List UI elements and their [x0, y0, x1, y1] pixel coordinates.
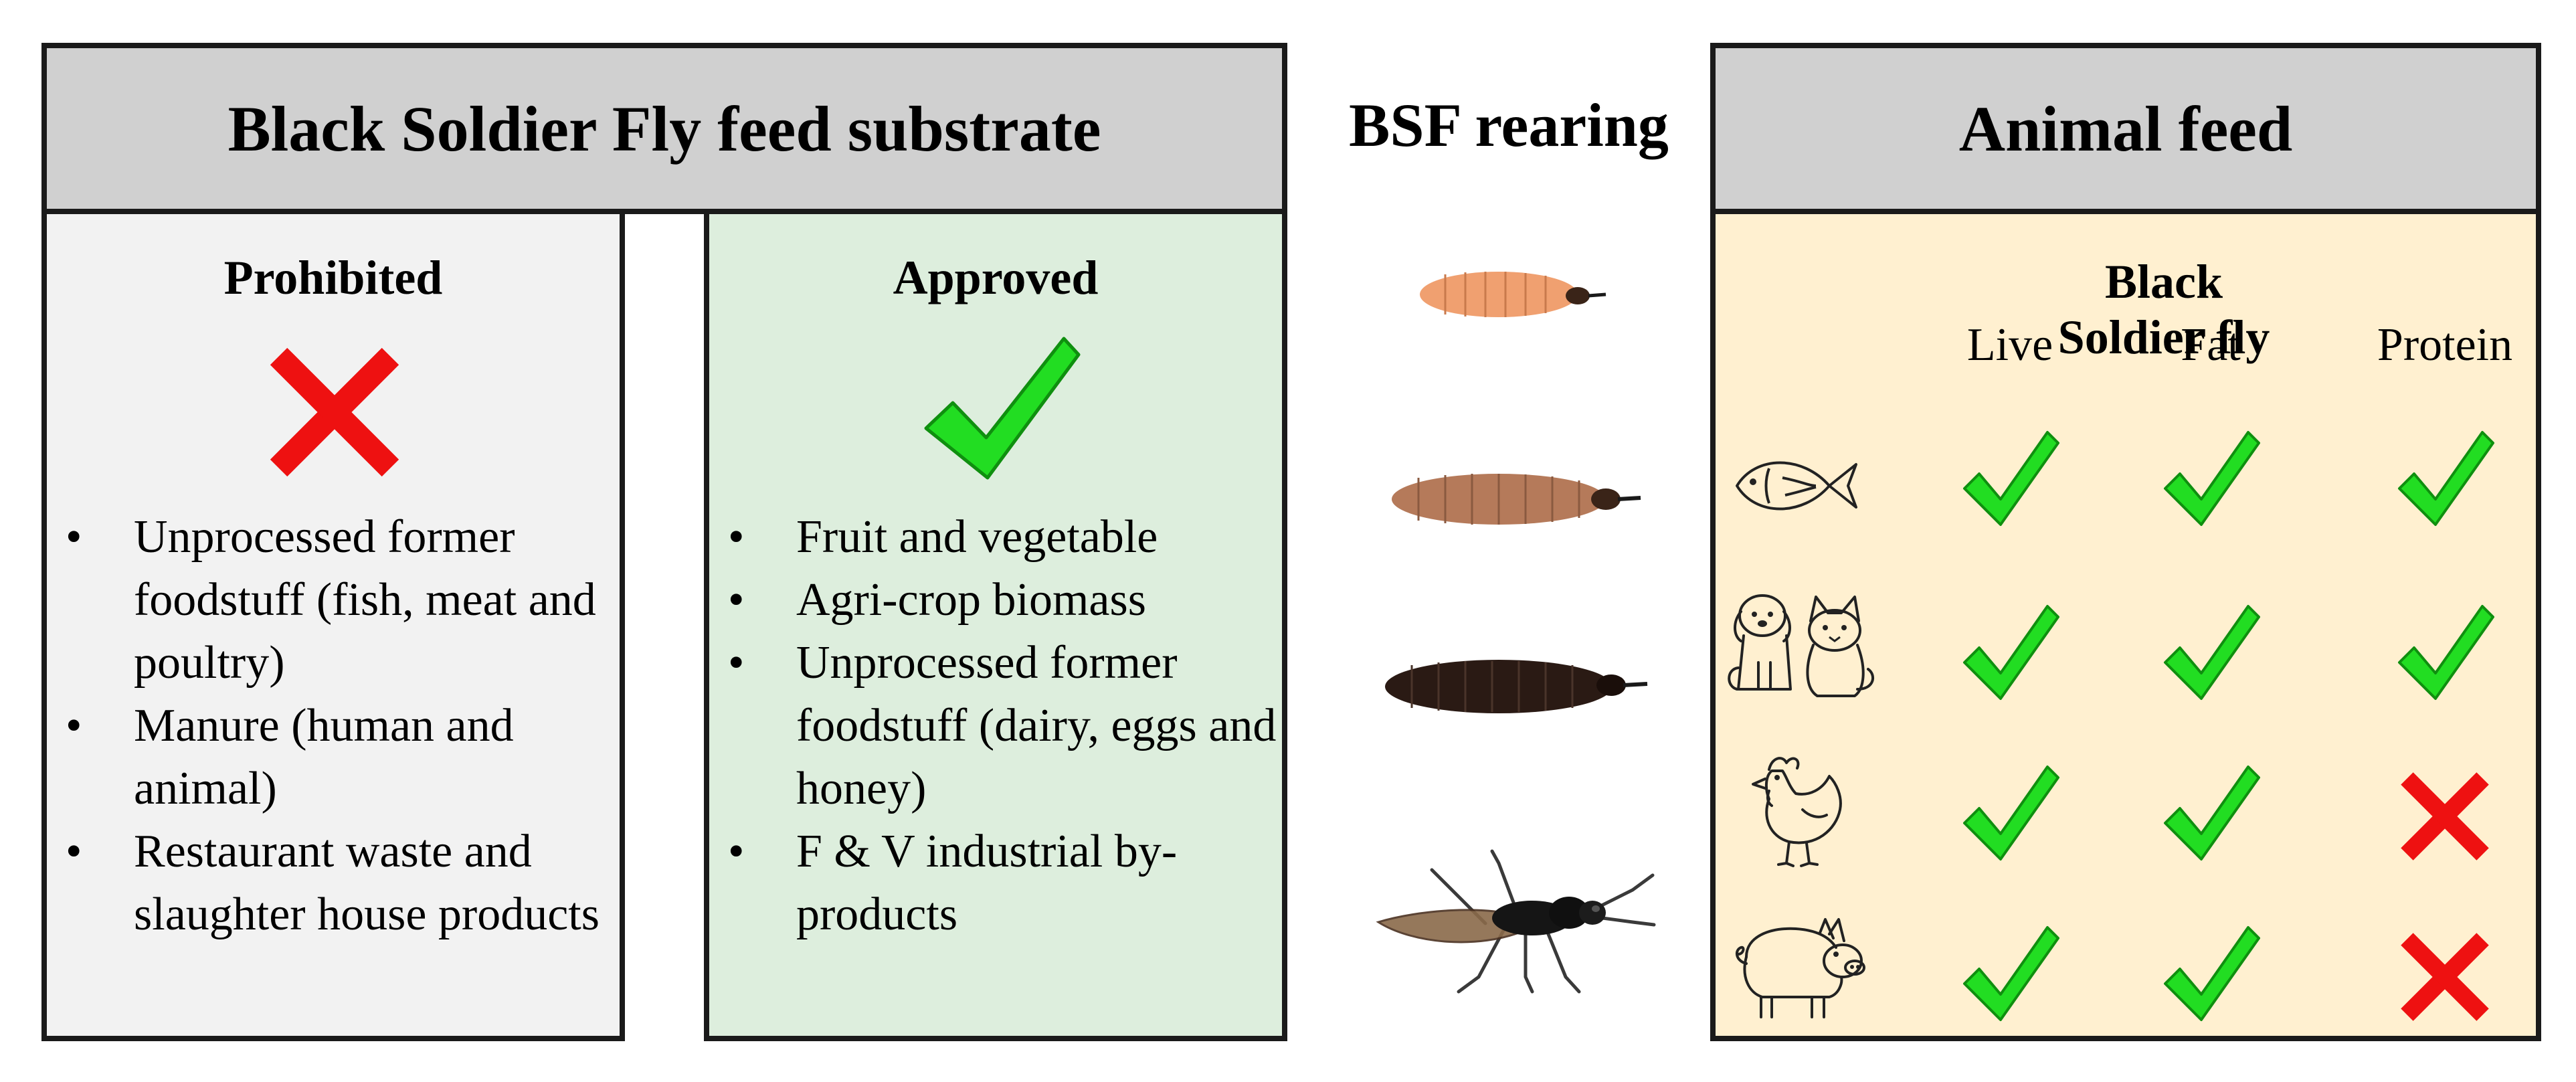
list-item: Restaurant waste and slaughter house pro… [47, 820, 620, 946]
feed-title: Animal feed [1958, 92, 2293, 165]
cross-icon [2401, 933, 2489, 1021]
check-icon [2164, 765, 2260, 861]
chicken-icon [1742, 749, 1856, 870]
young-larva-icon [1412, 257, 1613, 331]
approved-list: Fruit and vegetable Agri-crop biomass Un… [709, 506, 1282, 946]
list-item: F & V industrial by-products [709, 820, 1282, 946]
approved-panel: Approved Fruit and vegetable Agri-crop b… [704, 209, 1287, 1041]
cross-icon [2401, 772, 2489, 861]
approved-check-icon [922, 328, 1083, 488]
column-header-fat: Fat [2181, 319, 2241, 371]
prohibited-cross-icon [268, 345, 401, 479]
list-item: Fruit and vegetable [709, 506, 1282, 569]
list-item: Unprocessed former foodstuff (dairy, egg… [709, 632, 1282, 820]
column-header-live: Live [1966, 319, 2053, 371]
check-icon [1963, 605, 2059, 700]
adult-fly-icon [1365, 843, 1659, 997]
feed-panel: Black Soldier fly Live Fat Protein [1710, 209, 2541, 1041]
check-icon [2398, 605, 2494, 700]
check-icon [1963, 926, 2059, 1021]
prohibited-panel: Prohibited Unprocessed former foodstuff … [41, 209, 625, 1041]
check-icon [2398, 431, 2494, 526]
approved-heading: Approved [893, 251, 1099, 304]
larva-icon [1378, 455, 1646, 542]
column-header-protein: Protein [2377, 319, 2513, 371]
fish-icon [1729, 442, 1863, 529]
check-icon [2164, 926, 2260, 1021]
prepupa-icon [1372, 642, 1653, 729]
list-item: Agri-crop biomass [709, 569, 1282, 632]
check-icon [2164, 605, 2260, 700]
check-icon [1963, 431, 2059, 526]
prohibited-heading: Prohibited [223, 251, 443, 304]
substrate-title: Black Soldier Fly feed substrate [227, 92, 1101, 165]
list-item: Unprocessed former foodstuff (fish, meat… [47, 506, 620, 695]
feed-matrix [1963, 431, 2494, 1021]
check-icon [2164, 431, 2260, 526]
feed-subtitle: Black Soldier fly [2057, 255, 2270, 364]
list-item: Manure (human and animal) [47, 695, 620, 820]
check-icon [1963, 765, 2059, 861]
pig-icon [1729, 910, 1869, 1024]
rearing-title: BSF rearing [1349, 91, 1669, 159]
substrate-header: Black Soldier Fly feed substrate [41, 43, 1287, 214]
prohibited-list: Unprocessed former foodstuff (fish, meat… [47, 506, 620, 946]
dog-cat-icon [1724, 589, 1877, 709]
feed-header: Animal feed [1710, 43, 2541, 214]
